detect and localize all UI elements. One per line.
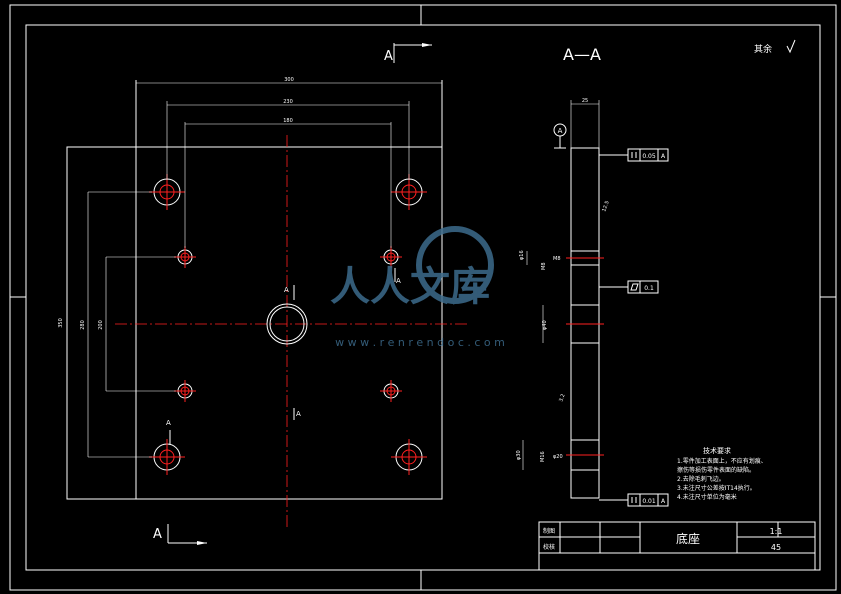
threaded-hole-lower-right xyxy=(380,380,402,402)
tech-item: 4.未注尺寸单位为毫米 xyxy=(677,493,737,501)
section-label: A—A xyxy=(563,45,601,64)
roughness-right: 12.5 xyxy=(601,200,610,213)
dim-hole-spacing-large: 230 xyxy=(283,99,293,105)
svg-text:A: A xyxy=(296,410,301,418)
plan-view: 300 230 180 350 280 200 A xyxy=(58,43,470,545)
svg-text:A: A xyxy=(166,419,171,427)
material: 45 xyxy=(771,543,781,552)
tech-item: 2.去除毛刺飞边。 xyxy=(677,475,725,483)
dim-outer-height: 350 xyxy=(58,318,64,328)
threaded-hole-upper-left xyxy=(174,246,196,268)
svg-text:A: A xyxy=(153,527,162,542)
counterbore-hole-bottom-right xyxy=(391,439,427,475)
dim-cb-thread: M16 xyxy=(540,451,546,462)
dim-vertical-large: 280 xyxy=(80,320,86,330)
horizontal-dimensions: 300 230 180 xyxy=(136,77,442,248)
watermark: 人人文库 w w w . r e n r e n d o c . c o m xyxy=(330,226,505,349)
threaded-hole-upper-right xyxy=(380,246,402,268)
dim-vertical-small: 200 xyxy=(98,320,104,330)
svg-text:A: A xyxy=(396,277,401,285)
drawn-label: 制图 xyxy=(543,527,555,535)
dim-center-bore: φ40 xyxy=(542,320,548,330)
datum-symbol: A xyxy=(553,123,567,149)
threaded-hole-lower-left xyxy=(174,380,196,402)
scale: 1:1 xyxy=(770,527,783,536)
part-name: 底座 xyxy=(676,531,700,546)
dim-hole-spacing-small: 180 xyxy=(283,118,293,124)
watermark-text: 人人文库 xyxy=(330,264,490,310)
parallelism-tolerance-bottom: 0.01 A xyxy=(599,493,669,507)
tech-item: 1.零件加工表面上，不应有划痕、 xyxy=(677,457,767,465)
section-body xyxy=(570,147,600,499)
svg-text:A: A xyxy=(384,49,393,64)
dim-section-thread: M8 xyxy=(553,256,561,262)
svg-text:A: A xyxy=(661,498,666,505)
svg-text:0.01: 0.01 xyxy=(642,498,656,505)
section-cut-marker-bottom: A xyxy=(153,524,207,545)
roughness-left: 3.2 xyxy=(558,393,566,403)
dim-cb-depth: φ20 xyxy=(553,454,563,460)
surface-note: 其余 xyxy=(754,43,772,55)
watermark-url: w w w . r e n r e n d o c . c o m xyxy=(335,336,505,349)
title-block: 制图 校核 底座 1:1 45 xyxy=(538,521,816,571)
dim-bolt-counterbore: φ16 xyxy=(519,250,525,260)
parallelism-tolerance-top: 0.05 A xyxy=(599,148,669,162)
tech-item: 3.未注尺寸公差按IT14执行。 xyxy=(677,484,756,492)
dim-cb-large: φ30 xyxy=(516,450,522,460)
checked-label: 校核 xyxy=(543,543,555,551)
section-cut-marker-top: A xyxy=(384,43,432,64)
dim-outer-width: 300 xyxy=(284,77,294,83)
drawing-frame xyxy=(9,4,837,591)
dim-bolt-thread: M8 xyxy=(541,263,547,271)
flatness-tolerance: 0.1 xyxy=(599,280,659,294)
svg-text:A: A xyxy=(558,127,563,135)
svg-text:0.05: 0.05 xyxy=(642,153,656,160)
tech-title: 技术要求 xyxy=(703,446,731,455)
center-section-marks: A A A A xyxy=(166,268,401,445)
section-view: A—A 其余 25 A xyxy=(516,39,796,507)
svg-text:A: A xyxy=(661,153,666,160)
dim-thickness: 25 xyxy=(582,98,588,104)
center-bore xyxy=(266,303,308,345)
base-plate-outline xyxy=(66,146,443,500)
counterbore-hole-bottom-left xyxy=(149,439,185,475)
technical-requirements: 技术要求 1.零件加工表面上，不应有划痕、 擦伤等损伤零件表面的缺陷。 2.去除… xyxy=(677,446,767,501)
tech-item: 擦伤等损伤零件表面的缺陷。 xyxy=(677,466,755,474)
vertical-dimensions: 350 280 200 xyxy=(58,147,176,499)
svg-text:0.1: 0.1 xyxy=(644,285,654,292)
svg-text:A: A xyxy=(284,286,289,294)
